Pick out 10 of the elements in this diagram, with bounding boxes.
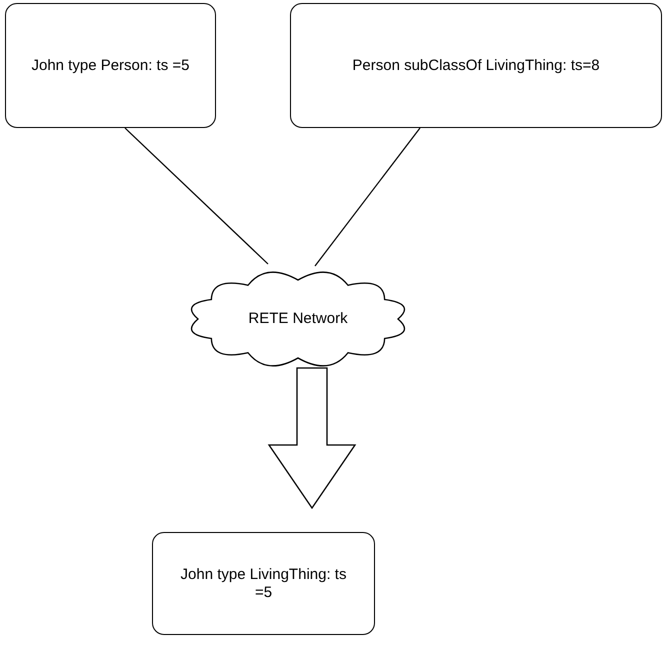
rounded-box xyxy=(152,532,375,635)
rounded-box xyxy=(290,3,662,128)
node-text: John type Person: ts =5 xyxy=(31,56,190,74)
node-text: Person subClassOf LivingThing: ts=8 xyxy=(352,56,600,74)
node-text: RETE Network xyxy=(248,310,348,328)
connector-line xyxy=(314,128,420,266)
block-arrow xyxy=(268,367,356,510)
rounded-box xyxy=(5,3,216,128)
node-text: John type LivingThing: ts =5 xyxy=(180,566,348,602)
connector-line xyxy=(124,128,268,264)
